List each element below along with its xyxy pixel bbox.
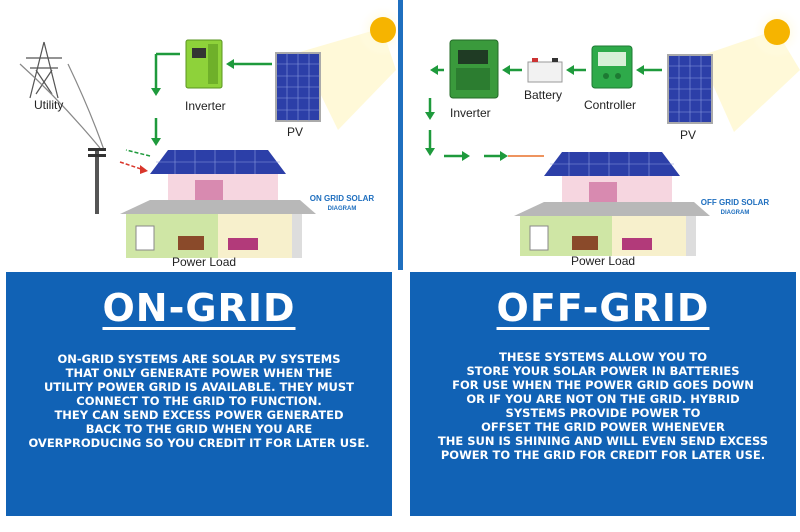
controller-label: Controller <box>584 98 637 112</box>
diagram-caption: ON GRID SOLAR DIAGRAM <box>309 194 375 212</box>
pv-label: PV <box>680 128 697 142</box>
utility-label: Utility <box>34 98 64 112</box>
battery-label: Battery <box>524 88 563 102</box>
inverter-icon <box>185 39 223 89</box>
sun-icon <box>700 6 800 132</box>
center-divider <box>398 0 403 270</box>
power-pole-icon <box>88 148 106 214</box>
off-grid-title: OFF-GRID <box>496 286 710 330</box>
utility-tower-icon <box>19 41 105 151</box>
off-grid-diagram: Inverter Battery Controller PV Power Loa… <box>404 0 800 270</box>
on-grid-description: ON-GRID SYSTEMS ARE SOLAR PV SYSTEMS THA… <box>28 352 370 450</box>
inverter-label: Inverter <box>450 106 491 120</box>
on-grid-panel: Utility Inverter PV Power Load ON GRID S… <box>0 0 396 532</box>
charge-controller-icon <box>591 45 633 89</box>
battery-icon <box>527 58 563 83</box>
house-icon <box>514 152 710 256</box>
on-grid-diagram: Utility Inverter PV Power Load ON GRID S… <box>0 0 396 270</box>
on-grid-info-box: ON-GRID ON-GRID SYSTEMS ARE SOLAR PV SYS… <box>6 272 392 516</box>
off-grid-description: THESE SYSTEMS ALLOW YOU TO STORE YOUR SO… <box>437 350 769 462</box>
flow-arrows <box>125 52 272 157</box>
off-grid-panel: Inverter Battery Controller PV Power Loa… <box>404 0 800 532</box>
power-load-label: Power Load <box>172 255 237 269</box>
grid-return-arrow <box>119 161 148 174</box>
power-load-label: Power Load <box>571 254 636 268</box>
diagram-caption: OFF GRID SOLAR DIAGRAM <box>700 198 770 216</box>
flow-arrows <box>425 65 662 161</box>
solar-panel-icon <box>667 54 713 124</box>
off-grid-info-box: OFF-GRID THESE SYSTEMS ALLOW YOU TO STOR… <box>410 272 796 516</box>
inverter-label: Inverter <box>185 99 226 113</box>
inverter-icon <box>449 39 499 99</box>
sun-icon <box>300 4 396 130</box>
pv-label: PV <box>287 125 304 139</box>
solar-panel-icon <box>275 52 321 122</box>
house-icon <box>120 150 316 258</box>
on-grid-title: ON-GRID <box>102 286 296 330</box>
